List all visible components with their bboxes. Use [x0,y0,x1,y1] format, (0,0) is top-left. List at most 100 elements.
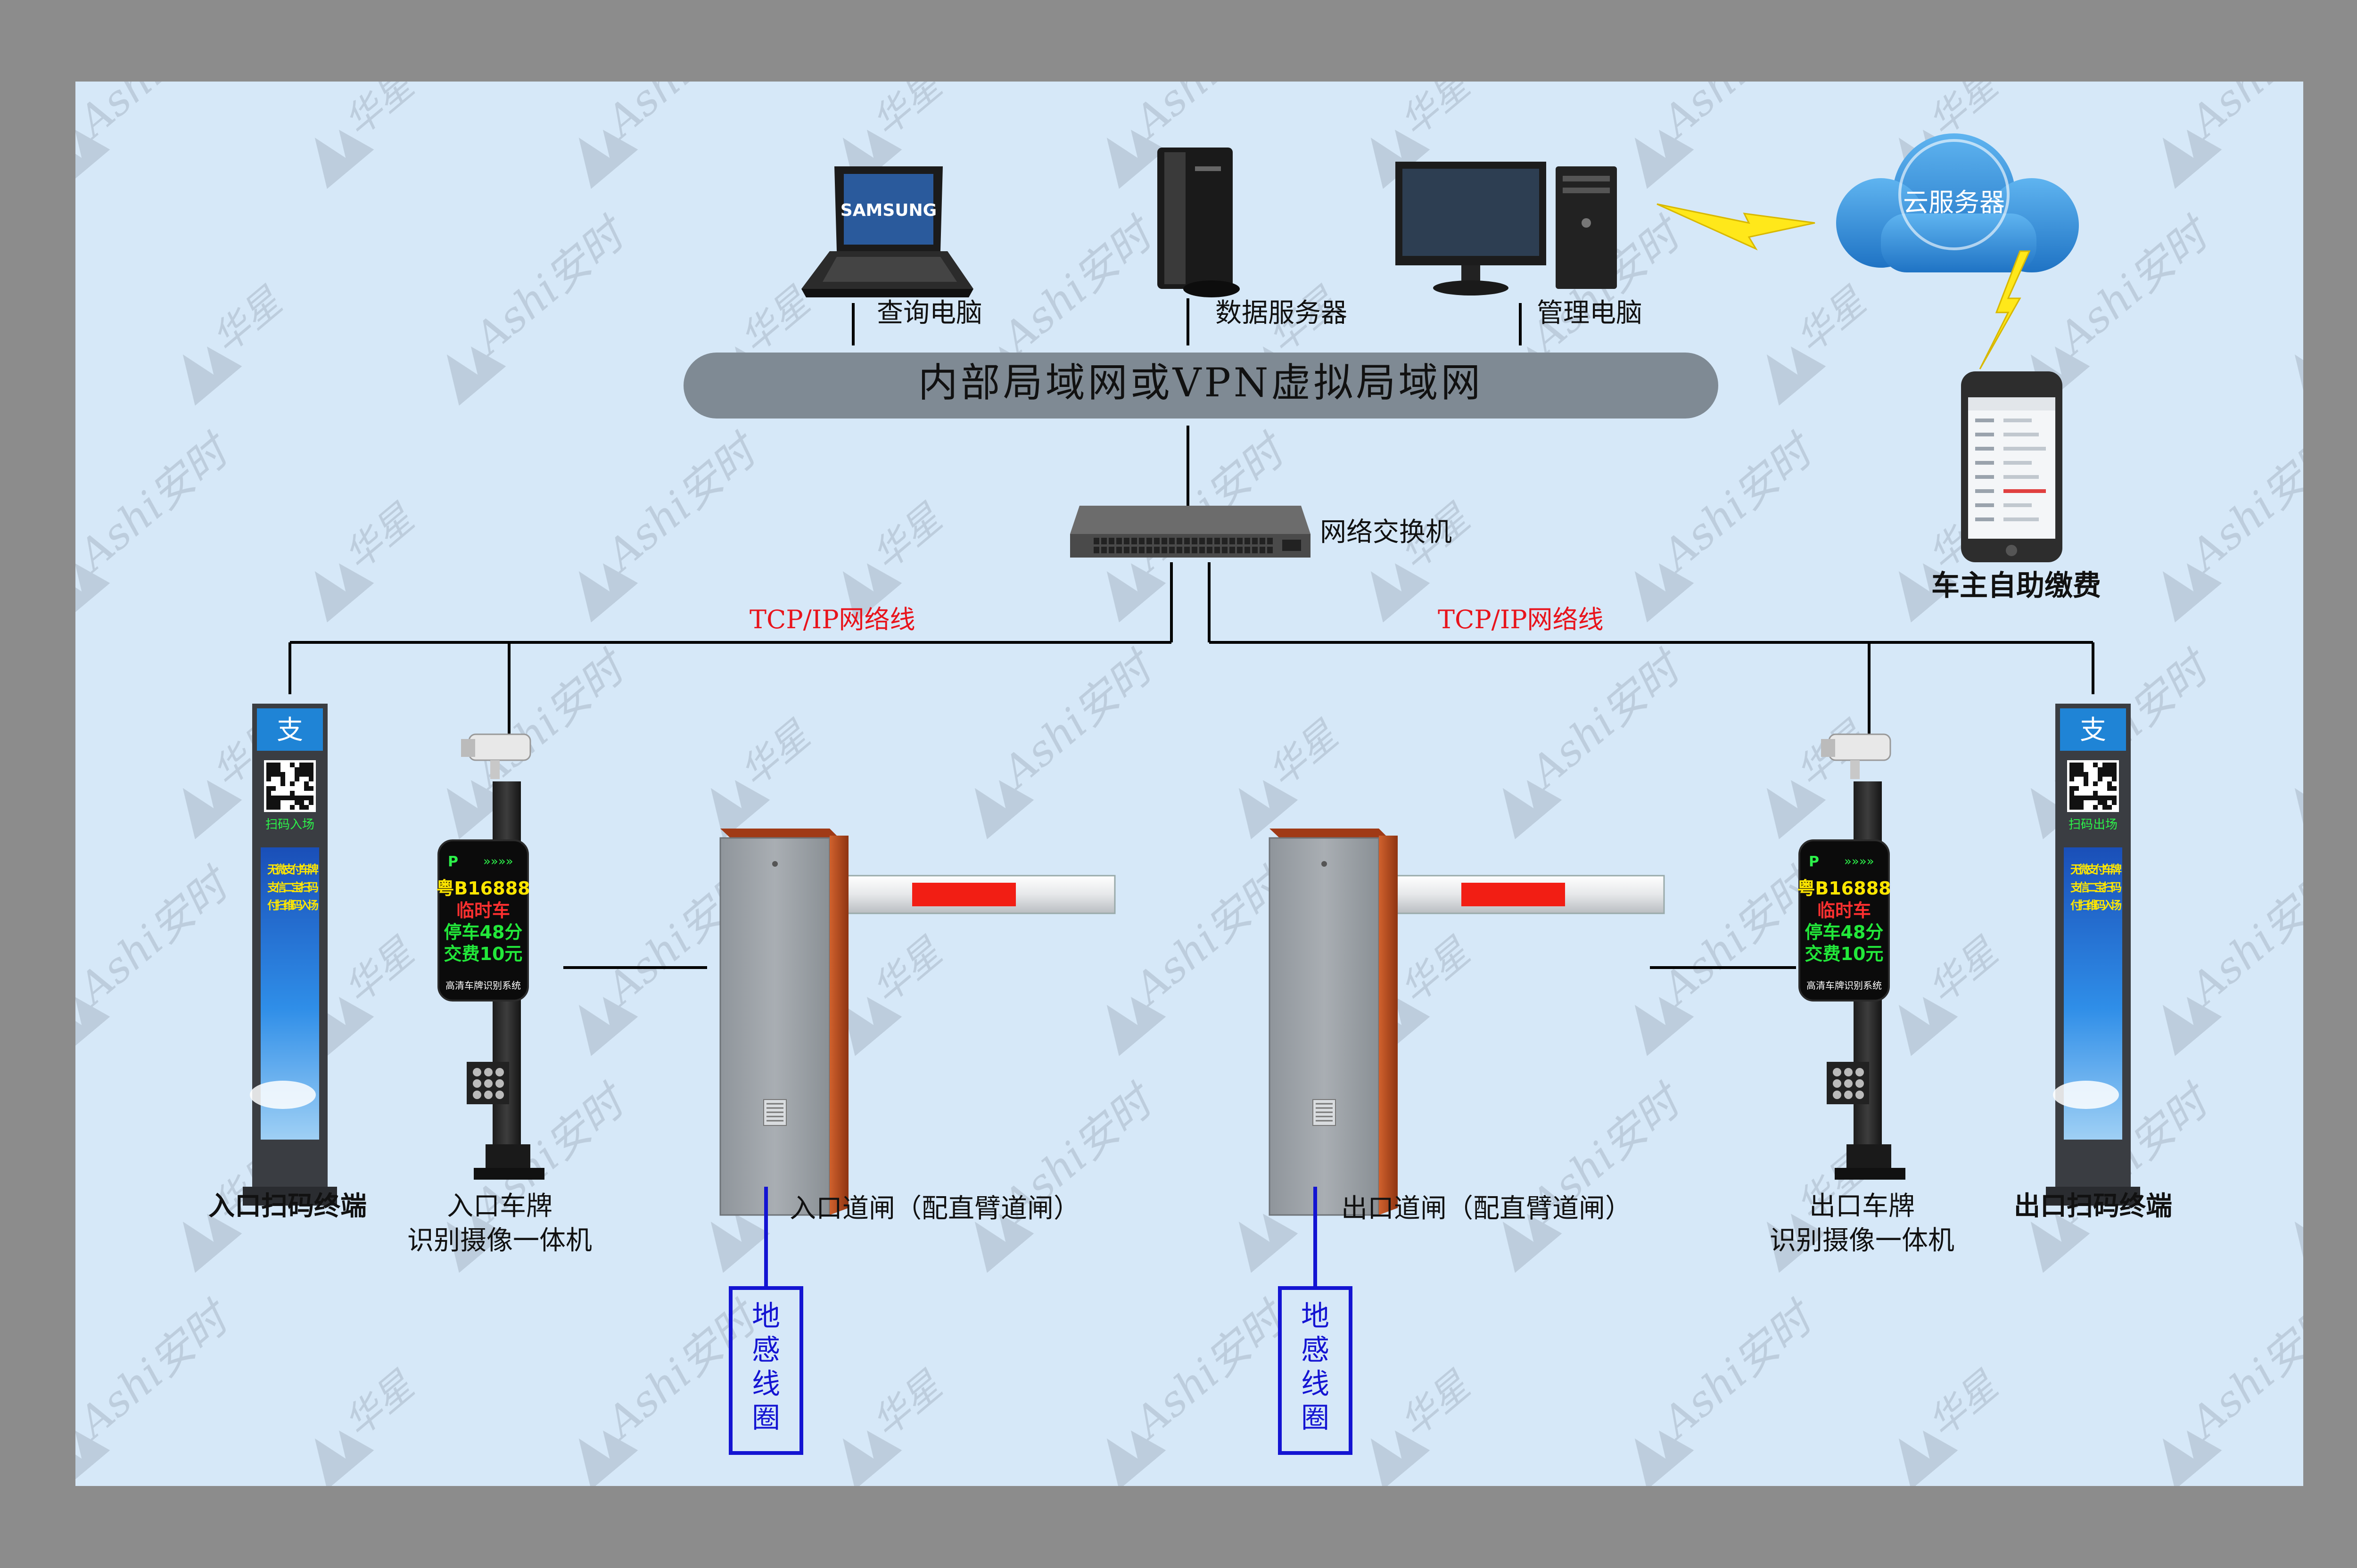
entry-camera-icon [461,733,531,779]
svg-text:Ashi安时: Ashi安时 [462,640,637,798]
svg-text:Ashi安时: Ashi安时 [2178,424,2303,582]
watermark: Ashi安时 [75,1291,241,1486]
svg-text:Ashi安时: Ashi安时 [1650,1291,1825,1449]
watermark: Ashi安时 [75,424,241,623]
exit-led-arrows: »»»» [1844,854,1874,869]
svg-text:Ashi安时: Ashi安时 [75,857,241,1015]
terminal-screen-column: 车扫入 [2102,863,2114,912]
exit-led-parking-mark: P [1809,854,1819,870]
entry-alipay-icon: 支 [277,715,303,746]
entry-led-duration: 停车48分 [444,922,523,943]
svg-text:Ashi安时: Ashi安时 [2178,857,2303,1015]
entry-led-parking-mark: P [448,854,458,870]
svg-text:Ashi安时: Ashi安时 [1650,424,1825,582]
watermark: 华星 [1370,1363,1479,1486]
watermark: 华星 [182,279,291,406]
exit-led-fee: 交费10元 [1805,944,1884,964]
watermark: 华星 [1370,496,1479,623]
svg-text:华星: 华星 [336,929,423,1012]
svg-text:Ashi安时: Ashi安时 [75,82,241,148]
watermark: Ashi安时 [1106,1291,1297,1486]
exit-led-type: 临时车 [1817,900,1871,921]
svg-text:华星: 华星 [1392,929,1479,1012]
terminal-screen-column: 支二维 [283,863,295,912]
terminal-screen-column: 付宝码 [291,863,303,912]
watermark: 华星 [314,1363,423,1486]
terminal-screen-column: 无支付 [2070,863,2082,912]
entry-speaker-icon [467,1062,509,1104]
svg-text:Ashi安时: Ashi安时 [1650,82,1825,148]
svg-text:华星: 华星 [1260,713,1347,796]
watermark: Ashi安时 [2162,424,2303,623]
exit-ground-loop: 地感线圈 [1278,1286,1352,1455]
lightning-icon-vertical [1979,250,2031,369]
laptop-brand: SAMSUNG [841,201,937,220]
exit-alipay-icon: 支 [2080,715,2106,746]
watermark: Ashi安时 [1502,640,1693,839]
svg-text:华星: 华星 [336,1363,423,1446]
watermark: 华星 [314,496,423,623]
smartphone-icon [1961,371,2062,562]
watermark: Ashi安时 [974,1074,1165,1273]
svg-text:Ashi安时: Ashi安时 [990,640,1165,798]
lan-bar [684,353,1718,419]
terminal-screen-column: 车扫入 [299,863,311,912]
entry-camera-label-2: 识别摄像一体机 [407,1225,592,1256]
watermark: Ashi安时 [1634,82,1825,189]
watermark: Ashi安时 [2162,82,2303,189]
lightning-icon-horizontal [1656,203,1815,251]
terminal-screen-column: 牌码场 [2110,863,2122,912]
entry-led-arrows: »»»» [483,854,513,869]
watermark: 华星 [2294,780,2303,839]
svg-text:华星: 华星 [1920,1363,2007,1446]
tcp-label-left: TCP/IP网络线 [750,605,915,634]
watermark: 华星 [2294,346,2303,406]
watermark: Ashi安时 [1634,424,1825,623]
network-switch-icon [1070,506,1310,558]
watermark: Ashi安时 [2162,1291,2303,1486]
terminal-screen-column: 支二维 [2086,863,2098,912]
exit-loop-label: 地感线圈 [1301,1300,1329,1435]
svg-text:华星: 华星 [864,496,951,579]
laptop-icon: SAMSUNG [801,166,973,297]
entry-loop-label: 地感线圈 [752,1300,780,1435]
terminal-screen-column: 微信扫 [2078,863,2090,912]
entry-ground-loop: 地感线圈 [729,1286,803,1455]
watermark: 华星 [842,496,951,623]
entry-scan-text: 扫码入场 [265,818,314,832]
svg-text:Ashi安时: Ashi安时 [75,424,241,582]
exit-lpr-post: P »»»» 粤B16888 临时车 停车48分 交费10元 高清车牌识别系统 [1797,781,1905,1180]
diagram-canvas: Ashi安时华星Ashi安时华星Ashi安时华星Ashi安时华星Ashi安时华星… [75,82,2303,1486]
svg-text:华星: 华星 [732,713,819,796]
watermark: Ashi安时 [578,82,769,189]
watermark: Ashi安时 [578,1291,769,1486]
exit-led-display: P »»»» 粤B16888 临时车 停车48分 交费10元 高清车牌识别系统 [1797,839,1891,1002]
exit-led-footer: 高清车牌识别系统 [1806,980,1882,991]
svg-text:华星: 华星 [864,929,951,1012]
watermark: Ashi安时 [974,640,1165,839]
cloud-label: 云服务器 [1903,188,2005,217]
watermark: 华星 [1238,713,1347,839]
diagram-svg: Ashi安时华星Ashi安时华星Ashi安时华星Ashi安时华星Ashi安时华星… [75,82,2303,1486]
watermark: Ashi安时 [75,82,241,189]
svg-text:Ashi安时: Ashi安时 [75,1291,241,1449]
entry-terminal-label: 入口扫码终端 [208,1190,367,1222]
svg-text:华星: 华星 [864,1363,951,1446]
entry-lpr-post: P »»»» 粤B16888 临时车 停车48分 交费10元 高清车牌识别系统 [436,781,544,1180]
entry-led-display: P »»»» 粤B16888 临时车 停车48分 交费10元 高清车牌识别系统 [436,839,530,1002]
tcp-label-right: TCP/IP网络线 [1438,605,1604,634]
exit-loop-label: 地感线圈 [1301,1300,1329,1435]
svg-text:华星: 华星 [204,279,291,362]
terminal-screen-column: 牌码场 [307,863,319,912]
exit-gate-label: 出口道闸（配直臂道闸） [1341,1193,1632,1224]
terminal-screen-column: 无支付 [267,863,279,912]
exit-camera-label-2: 识别摄像一体机 [1770,1225,1954,1256]
watermark: 华星 [2294,1214,2303,1273]
svg-text:Ashi安时: Ashi安时 [1518,640,1693,798]
watermark: 华星 [1898,1363,2007,1486]
entry-led-plate: 粤B16888 [436,878,530,899]
desktop-label: 管理电脑 [1537,298,1642,328]
laptop-label: 查询电脑 [877,298,982,328]
